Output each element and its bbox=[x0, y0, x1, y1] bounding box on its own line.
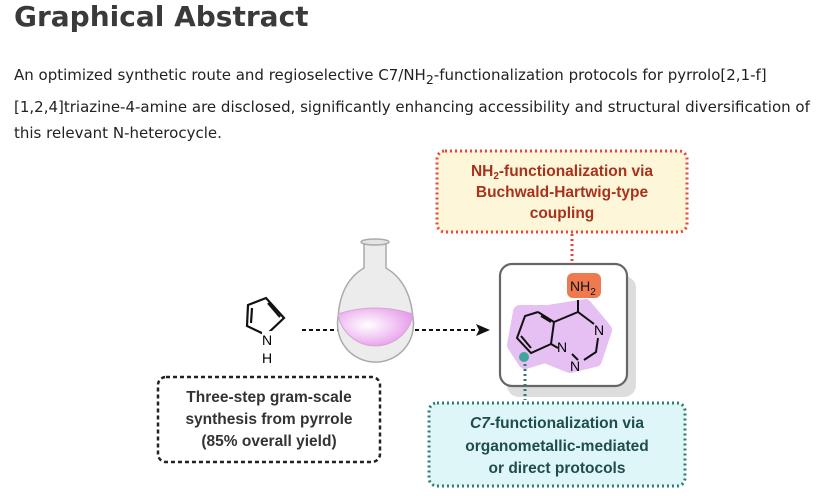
flask-icon bbox=[336, 238, 415, 363]
arrow-head-icon bbox=[476, 324, 490, 336]
svg-text:organometallic-mediated: organometallic-mediated bbox=[465, 438, 648, 455]
svg-text:coupling: coupling bbox=[530, 205, 595, 222]
svg-text:(85% overall yield): (85% overall yield) bbox=[201, 433, 336, 450]
c7-functionalization-box: C7-functionalization via organometallic-… bbox=[427, 401, 687, 488]
product-nh2: NH2 bbox=[570, 278, 596, 298]
abstract-part: -functionalization protocols for pyrrolo… bbox=[14, 66, 810, 142]
abstract-sub: 2 bbox=[425, 72, 434, 87]
product-n: N bbox=[557, 339, 567, 355]
page-title: Graphical Abstract bbox=[14, 0, 309, 33]
svg-text:Buchwald-Hartwig-type: Buchwald-Hartwig-type bbox=[476, 184, 649, 201]
pyrrole-h: H bbox=[262, 350, 272, 366]
product-n: N bbox=[570, 358, 580, 374]
product-n: N bbox=[594, 322, 604, 338]
pyrrole-n: N bbox=[262, 332, 272, 348]
pyrrole-structure bbox=[245, 296, 286, 337]
abstract-part: An optimized synthetic route and regiose… bbox=[14, 66, 426, 84]
pyrrolotriazine-structure bbox=[507, 299, 612, 373]
svg-text:C7-functionalization via: C7-functionalization via bbox=[470, 415, 644, 432]
nh2-functionalization-box: NH2-functionalization via Buchwald-Hartw… bbox=[435, 149, 689, 234]
svg-text:NH2-functionalization via: NH2-functionalization via bbox=[471, 163, 653, 182]
c7-position-marker bbox=[519, 352, 529, 362]
svg-text:Three-step gram-scale: Three-step gram-scale bbox=[186, 389, 352, 406]
svg-text:or direct protocols: or direct protocols bbox=[489, 460, 626, 477]
synthesis-box: Three-step gram-scale synthesis from pyr… bbox=[156, 375, 382, 464]
svg-text:synthesis from pyrrole: synthesis from pyrrole bbox=[185, 411, 352, 428]
nh2-highlight bbox=[567, 273, 601, 298]
abstract-text: An optimized synthetic route and regiose… bbox=[14, 62, 829, 147]
